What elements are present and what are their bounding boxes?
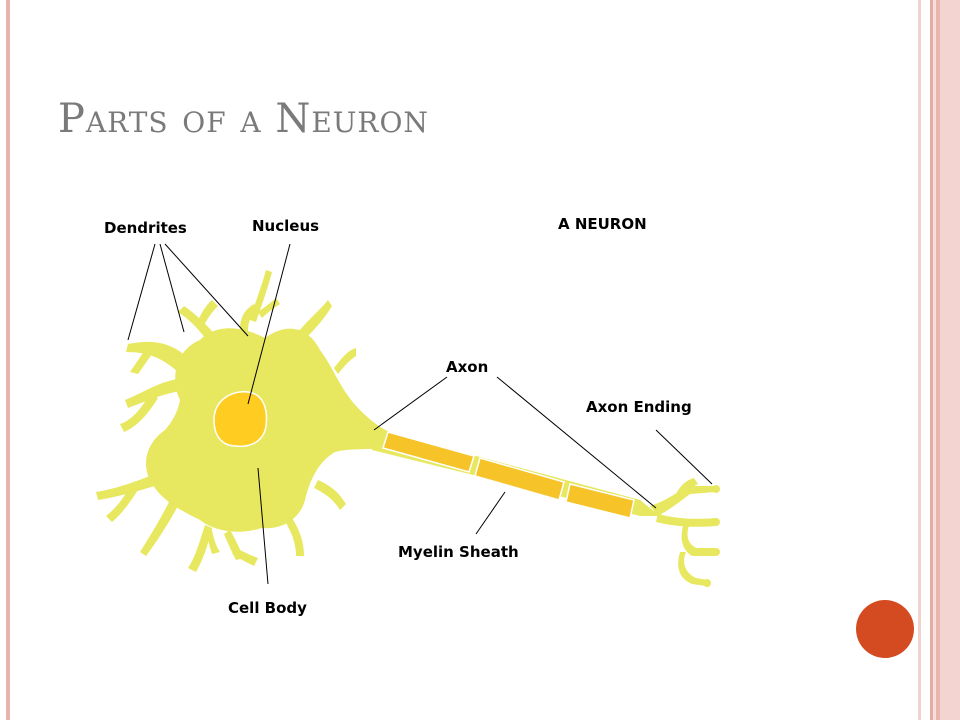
slide-title: Parts of a Neuron (58, 96, 429, 142)
label-nucleus: Nucleus (252, 217, 319, 235)
axon-terminal-bulb (712, 518, 720, 526)
myelin-sheath (382, 431, 635, 519)
dendrite-branch (314, 480, 346, 510)
axon-ending-branch (650, 486, 716, 516)
dendrite-branch (232, 548, 258, 566)
label-axon-ending: Axon Ending (586, 398, 692, 416)
dendrite-branch (120, 394, 158, 432)
myelin-segment (382, 431, 475, 473)
myelin-sheath-leader-line (475, 491, 506, 535)
dendrite-branch (284, 515, 304, 556)
axon-terminal-bulb (703, 579, 711, 587)
slide-frame-left (6, 0, 10, 720)
label-axon: Axon (446, 358, 488, 376)
axon-leader-line (496, 376, 657, 509)
dendrite-branch (298, 300, 332, 338)
axon-terminal-bulb (712, 485, 720, 493)
myelin-segment (565, 483, 635, 519)
cell-body-shape (145, 328, 392, 532)
diagram-heading: A NEURON (558, 215, 647, 233)
dendrites-leader-line (164, 243, 249, 337)
myelin-segment (474, 457, 565, 501)
nucleus-leader-line (247, 243, 291, 405)
label-dendrites: Dendrites (104, 219, 187, 237)
axon-ending-branch (656, 514, 716, 527)
label-cell-body: Cell Body (228, 599, 307, 617)
cell-body-leader-line (257, 467, 269, 585)
axon-ending-branch (676, 478, 698, 498)
leader-lines (127, 243, 713, 585)
dendrite-branch (106, 486, 138, 522)
axon-ending-branch (678, 552, 708, 586)
dendrite-branch (130, 350, 152, 374)
dendrites-leader-line (127, 243, 156, 341)
dendrite-branch (96, 470, 168, 500)
dendrite-branch (334, 348, 356, 374)
dendrite-branch (125, 378, 190, 408)
dendrite-branch (196, 300, 218, 330)
dendrite-branch (206, 530, 220, 554)
dendrite-branch (126, 341, 190, 372)
axon-ending-branch (681, 522, 716, 556)
dendrite-branch (188, 525, 212, 572)
axon-terminal-bulb (712, 548, 720, 556)
label-myelin-sheath: Myelin Sheath (398, 543, 519, 561)
nucleus-shape (213, 391, 268, 448)
dendrite-branch (140, 500, 178, 556)
dendrite-branch (250, 270, 272, 322)
neuron-shape (96, 270, 720, 587)
axon-leader-line (373, 376, 448, 431)
slide-frame-right (918, 0, 960, 720)
axon-ending-leader-line (655, 429, 713, 485)
dendrites-leader-line (159, 243, 185, 333)
slide-accent-circle (856, 600, 914, 658)
